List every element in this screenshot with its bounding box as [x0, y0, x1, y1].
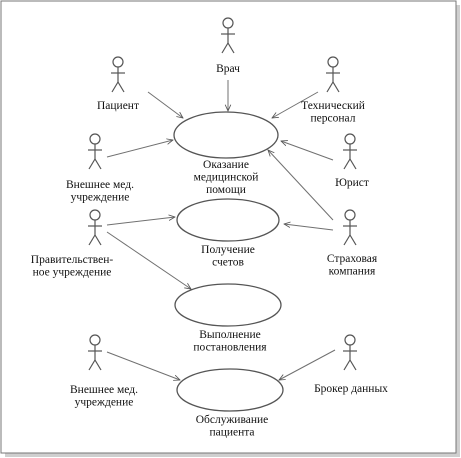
association-vneshnee1-okazanie [106, 140, 173, 158]
actor-icon [326, 56, 340, 93]
use-case-ellipse [176, 198, 280, 242]
actor-label-line: Страховая [327, 253, 378, 265]
actor-icon [343, 334, 357, 371]
actor-label: Внешнее мед.учреждение [70, 384, 138, 409]
actor-broker: Брокер данных [314, 334, 388, 395]
association-strakh-poluchenie [284, 224, 334, 231]
use-case-label-line: пациента [209, 427, 254, 439]
use-case-ellipse [176, 368, 284, 412]
actor-label-line: учреждение [71, 192, 130, 204]
use-case-label-line: постановления [193, 342, 267, 354]
actor-vneshnee2: Внешнее мед.учреждение [70, 334, 138, 409]
actor-icon [343, 133, 357, 170]
actor-vrach: Врач [216, 17, 240, 75]
use-case-label-line: помощи [206, 184, 246, 196]
actor-label: Юрист [335, 177, 369, 189]
actor-label-line: Технический [301, 100, 365, 112]
actor-label-line: Юрист [335, 177, 369, 189]
use-case-label-line: медицинской [194, 172, 259, 184]
actor-icon [88, 209, 102, 246]
actor-icon [221, 17, 235, 54]
actor-label: Брокер данных [314, 383, 388, 395]
use-case-label-line: Выполнение [199, 329, 261, 341]
actor-icon [88, 334, 102, 371]
association-patsient-okazanie [147, 91, 183, 118]
actor-icon [88, 133, 102, 170]
association-broker-obsluzhivanie [279, 349, 336, 380]
association-yurist-okazanie [281, 141, 334, 161]
actor-label-line: Пациент [97, 100, 139, 112]
association-vneshnee2-obsluzhivanie [106, 351, 180, 380]
actor-label: Врач [216, 63, 240, 75]
use-case-label-line: Оказание [203, 159, 249, 171]
association-prav-vypolnenie [106, 231, 191, 289]
association-prav-poluchenie [106, 217, 175, 226]
use-case-ellipse [173, 111, 279, 159]
actor-label: Пациент [97, 100, 139, 112]
use-case-label-line: Обслуживание [196, 414, 269, 426]
actor-label-line: Врач [216, 63, 240, 75]
actor-label-line: учреждение [75, 397, 134, 409]
actor-label-line: Внешнее мед. [66, 179, 134, 191]
use-case-ellipse [174, 283, 282, 327]
use-case-label-line: Получение [201, 244, 255, 256]
actor-label-line: Правительствен- [31, 254, 114, 266]
actor-label-line: компания [329, 266, 376, 278]
use-case-label-line: счетов [212, 257, 244, 269]
actor-label-line: Внешнее мед. [70, 384, 138, 396]
actor-patsient: Пациент [97, 56, 139, 112]
actor-yurist: Юрист [335, 133, 369, 189]
actor-label: Внешнее мед.учреждение [66, 179, 134, 204]
actor-label: Правительствен-ное учреждение [31, 254, 114, 279]
actor-label-line: ное учреждение [33, 267, 112, 279]
actor-icon [111, 56, 125, 93]
association-tekh-okazanie [272, 91, 319, 118]
association-strakh-okazanie [268, 150, 334, 221]
actor-prav: Правительствен-ное учреждение [31, 209, 114, 279]
actor-label-line: персонал [311, 113, 356, 125]
actor-vneshnee1: Внешнее мед.учреждение [66, 133, 134, 204]
actor-label-line: Брокер данных [314, 383, 388, 395]
actor-icon [343, 209, 357, 246]
